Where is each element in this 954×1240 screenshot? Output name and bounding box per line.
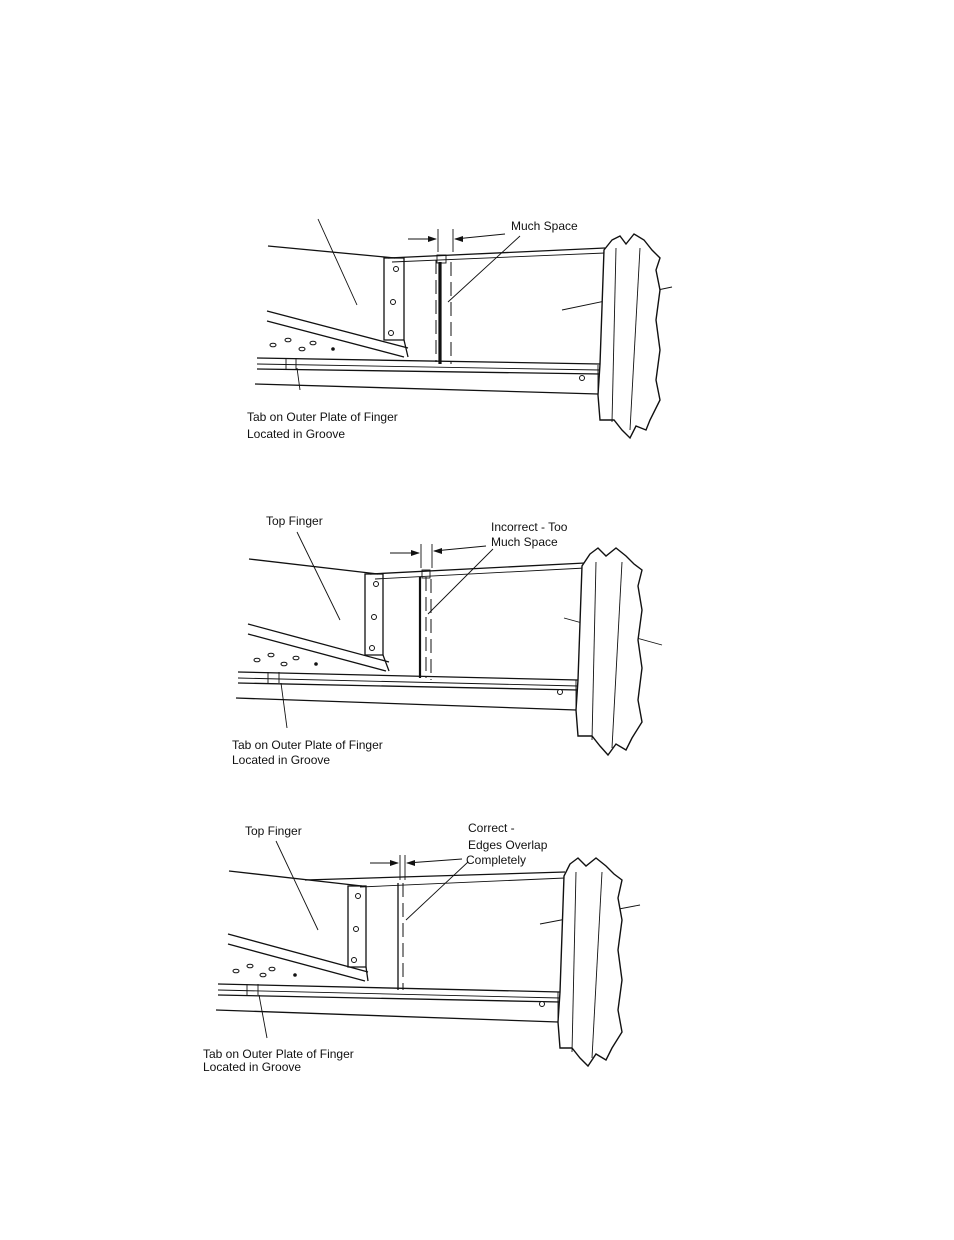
base-hole [260,973,266,977]
gap-label-line1: Incorrect - Too [491,520,568,534]
base-hole [247,964,253,968]
rail-hole [580,376,585,381]
gap-label-line2: Much Space [491,535,558,549]
tab-label-line1: Tab on Outer Plate of Finger [232,738,383,752]
finger-hole [354,927,359,932]
rail-mid [238,683,578,690]
gap-label-line3: Completely [466,853,526,867]
arrow-head [406,860,415,866]
bar-top-edge-inner [392,253,605,262]
tab-label-line2: Located in Groove [247,427,345,441]
tab-leader [281,683,287,728]
finger-hole [389,331,394,336]
rail-bottom [236,698,576,710]
rail-mid [257,369,600,374]
panel-3: Top Finger Correct - Edges Overlap Compl… [203,821,640,1074]
overlap-leader [406,862,468,920]
base-dot [314,662,318,666]
base-dot [331,347,335,351]
tab-leader [297,368,300,390]
rail-hole [540,1002,545,1007]
bar-top-edge [305,872,565,880]
bar-top-edge [388,248,605,258]
base-hole [268,653,274,657]
tab-label-line2: Located in Groove [203,1060,301,1074]
rail-top [257,358,600,364]
gap-label-line1: Correct - [468,821,515,835]
bar-top-edge-inner [375,568,585,579]
base-hole [299,347,305,351]
finger-hole [356,894,361,899]
tab-leader [259,995,267,1038]
rail-bottom [216,1010,558,1022]
tab-label-line1: Tab on Outer Plate of Finger [203,1047,354,1061]
top-finger-label: Top Finger [245,824,302,838]
base-hole [310,341,316,345]
base-dot [293,973,297,977]
finger-hole [372,615,377,620]
finger-hole [370,646,375,651]
wall-section [558,858,622,1066]
tab-label-line2: Located in Groove [232,753,330,767]
rail-hole [558,690,563,695]
gap-label: Much Space [511,219,578,233]
finger-tip [383,655,389,671]
rail-bottom [255,384,598,394]
arrow-head [428,236,437,242]
base-hole [254,658,260,662]
bar-top-edge-inner [360,878,565,887]
tab-label-line1: Tab on Outer Plate of Finger [247,410,398,424]
rail-mid [218,995,560,1002]
arrow-head [411,550,420,556]
finger-leader [318,219,357,305]
gap-label-line2: Edges Overlap [468,838,548,852]
base-hole [270,343,276,347]
finger-hole [352,958,357,963]
finger-hole [391,300,396,305]
panel-1: Much Space Tab on Outer Plate of Finger … [247,219,672,441]
arrow-head [454,236,463,242]
finger-tip [366,967,368,981]
wall-section [576,548,642,755]
finger-hole [394,267,399,272]
gap-leader [448,236,520,302]
dim-arrow-right [407,859,462,863]
arrow-head [433,548,442,554]
finger-leader [276,841,318,930]
base-hole [269,967,275,971]
base-hole [281,662,287,666]
base-hole [285,338,291,342]
base-hole [233,969,239,973]
finger-leader [297,532,340,620]
panel-2: Top Finger Incorrect - Too Much Space Ta… [232,514,662,767]
base-hole [293,656,299,660]
arrow-head [390,860,399,866]
gap-leader [428,549,493,614]
finger-hole [374,582,379,587]
finger-slope [267,311,408,348]
top-finger-label: Top Finger [266,514,323,528]
wall-section [598,234,660,438]
